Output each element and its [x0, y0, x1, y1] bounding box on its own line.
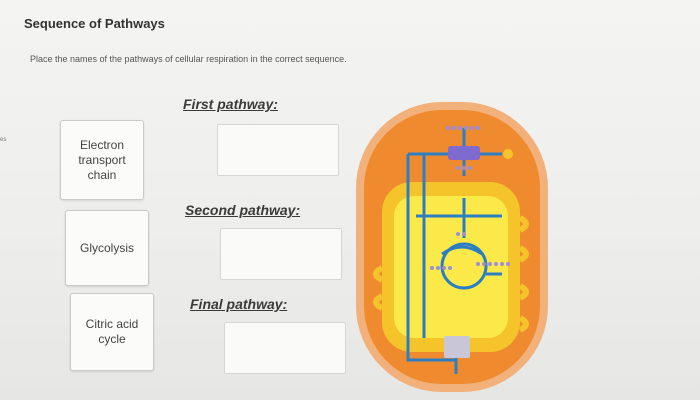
final-pathway-label: Final pathway:: [190, 296, 288, 312]
drag-card-citric-acid-cycle[interactable]: Citric acid cycle: [70, 293, 154, 371]
nucleus-spot: [503, 149, 513, 159]
drag-card-label: Glycolysis: [79, 240, 134, 255]
drag-card-label: Citric acid cycle: [85, 317, 139, 346]
glycolysis-complex: [448, 146, 480, 160]
second-pathway-drop-zone[interactable]: [220, 228, 342, 280]
first-pathway-label: First pathway:: [183, 96, 278, 112]
atp-synthase-complex: [444, 336, 470, 358]
first-pathway-drop-zone[interactable]: [217, 124, 339, 176]
final-pathway-drop-zone[interactable]: [224, 322, 346, 374]
cristae-folds: [373, 215, 529, 333]
drag-card-label: Electron transport chain: [78, 137, 126, 182]
nucleus-spot: [508, 316, 516, 324]
second-pathway-label: Second pathway:: [185, 202, 301, 218]
drag-card-electron-transport-chain[interactable]: Electron transport chain: [60, 120, 144, 200]
cell-respiration-diagram-icon: [356, 102, 548, 392]
instructions-text: Place the names of the pathways of cellu…: [30, 54, 347, 64]
drag-card-glycolysis[interactable]: Glycolysis: [65, 210, 149, 286]
molecule-dots: [430, 125, 510, 270]
edge-tab-text: es: [0, 137, 7, 143]
page-title: Sequence of Pathways: [24, 16, 165, 31]
